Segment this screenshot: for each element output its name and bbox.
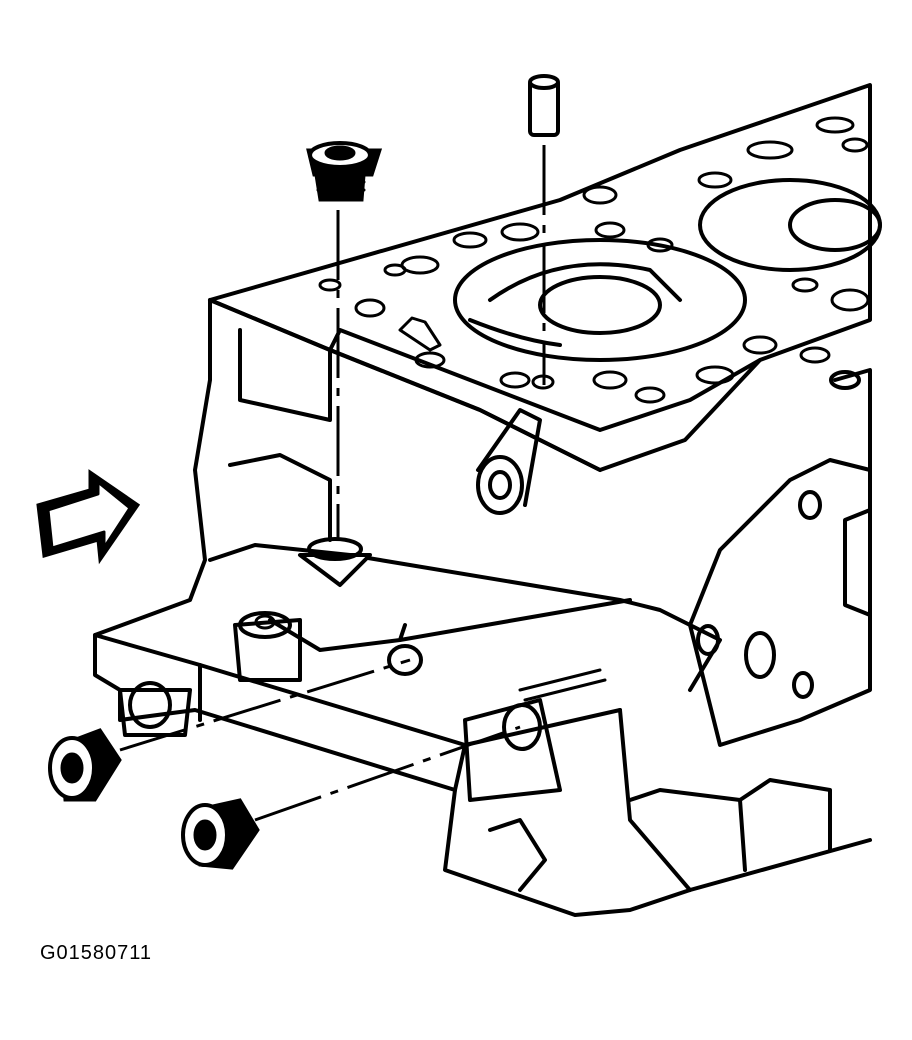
leader-lines [119, 145, 546, 822]
oil-gallery-plug-top-icon [306, 141, 383, 202]
view-direction-arrow-icon [36, 469, 141, 565]
oil-gallery-plug-lower-icon [181, 798, 260, 870]
dowel-pin-icon [528, 74, 560, 137]
figure-id-code: G01580711 [40, 942, 153, 964]
engine-block-side [93, 298, 872, 917]
oil-gallery-plug-left-icon [48, 728, 122, 802]
